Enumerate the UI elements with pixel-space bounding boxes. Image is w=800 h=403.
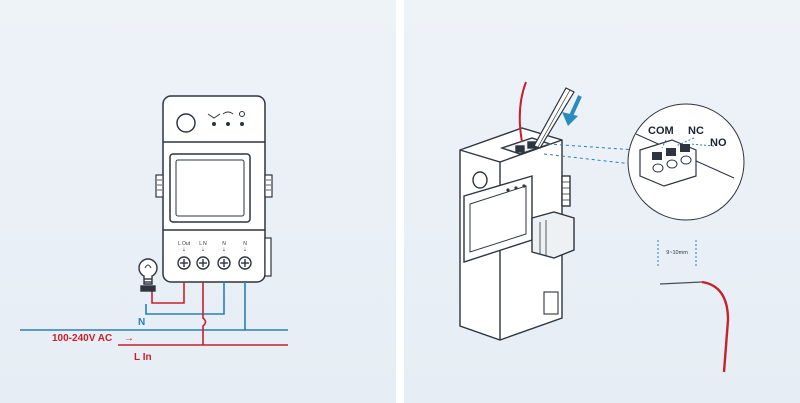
screwdriver-icon bbox=[533, 87, 575, 149]
installation-panel: COM NC NO 9~10mm bbox=[404, 0, 800, 403]
line-wires bbox=[118, 282, 288, 346]
svg-text:⇣: ⇣ bbox=[222, 247, 226, 253]
status-led-icons bbox=[506, 184, 526, 192]
screw-terminal-icon bbox=[196, 256, 210, 270]
terminal-callout: COM NC NO bbox=[627, 103, 745, 221]
status-led-icons bbox=[207, 111, 245, 126]
no-label: NO bbox=[710, 137, 727, 149]
callout-lines bbox=[543, 143, 637, 165]
svg-text:⇣: ⇣ bbox=[243, 247, 247, 253]
com-label: COM bbox=[648, 125, 674, 137]
installation-illustration: COM NC NO 9~10mm bbox=[459, 81, 745, 373]
stripped-wire bbox=[659, 280, 730, 373]
terminal-screws bbox=[177, 256, 252, 270]
terminal-label-n2: N bbox=[243, 241, 247, 247]
voltage-label: 100-240V AC bbox=[52, 333, 112, 344]
wiring-diagram-panel: L Out L N N N ⇣ ⇣ ⇣ ⇣ bbox=[0, 0, 396, 403]
power-button-icon bbox=[176, 113, 196, 133]
strip-length-dimension: 9~10mm bbox=[657, 240, 697, 266]
terminal-label-l-out: L Out bbox=[178, 241, 191, 247]
screw-terminal-icon bbox=[177, 256, 191, 270]
terminal-labels: L Out L N N N ⇣ ⇣ ⇣ ⇣ bbox=[178, 241, 247, 253]
arrow-right-icon: → bbox=[124, 333, 134, 344]
display-screen bbox=[169, 153, 251, 223]
neutral-wires bbox=[20, 282, 288, 331]
neutral-label: N bbox=[138, 317, 145, 328]
terminal-label-n1: N bbox=[222, 241, 226, 247]
terminal-label-l-n: L N bbox=[199, 241, 207, 247]
wiring-diagram: L Out L N N N ⇣ ⇣ ⇣ ⇣ bbox=[20, 95, 288, 363]
svg-text:⇣: ⇣ bbox=[201, 247, 205, 253]
screw-terminal-icon bbox=[238, 256, 252, 270]
arrow-down-left-icon bbox=[562, 95, 582, 126]
device-3d bbox=[459, 127, 575, 341]
red-wire bbox=[518, 81, 527, 143]
svg-text:⇣: ⇣ bbox=[182, 247, 186, 253]
strip-length-label: 9~10mm bbox=[666, 250, 688, 256]
power-button-icon bbox=[472, 171, 488, 189]
screw-terminal-icon bbox=[217, 256, 231, 270]
light-bulb-icon bbox=[138, 258, 158, 292]
line-in-label: L In bbox=[134, 352, 152, 363]
nc-label: NC bbox=[688, 125, 704, 137]
